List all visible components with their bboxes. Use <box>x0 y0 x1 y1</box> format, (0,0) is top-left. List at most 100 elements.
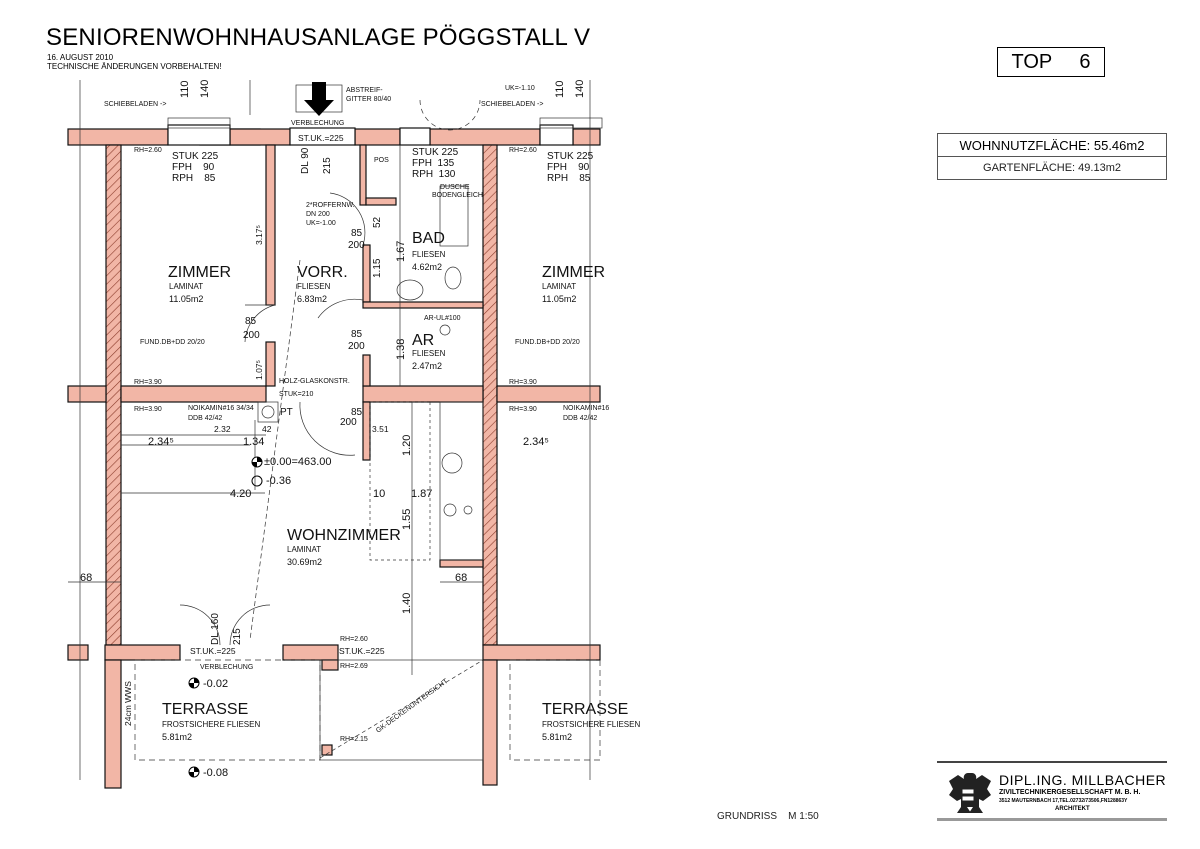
annotation: 3.17⁵ <box>254 225 264 245</box>
annotation: 2.32 <box>214 424 231 434</box>
annotation: 85 <box>245 316 257 327</box>
annotation: 200 <box>340 417 357 428</box>
annotation: BODENGLEICH <box>432 192 483 199</box>
annotation: 2.34⁵ <box>523 436 549 448</box>
annotation: STUK=210 <box>279 391 314 398</box>
annotation: 85 <box>351 407 363 418</box>
annotation: 1.34 <box>243 436 264 448</box>
annotation: 1.67 <box>395 241 407 262</box>
annotation: PT <box>280 407 293 418</box>
annotations: SCHIEBELADEN -> 110 140 ABSTREIF- GITTER… <box>80 80 609 779</box>
annotation: GK-DECKENUNTERSICHT <box>375 678 450 735</box>
annotation: 3.51 <box>372 424 389 434</box>
arrow-icon <box>304 82 334 116</box>
annotation: 1.38 <box>395 339 407 360</box>
architect-address: 3512 MAUTERNBACH 17,TEL.02732/73506,FN12… <box>999 798 1128 804</box>
annotation: FPH 135 <box>412 158 455 169</box>
room-floor: FLIESEN <box>297 282 331 291</box>
annotation: FUND.DB+DD 20/20 <box>140 339 205 346</box>
room-area: 2.47m2 <box>412 361 442 371</box>
annotation: 1.55 <box>401 509 413 530</box>
annotation: 215 <box>232 628 243 645</box>
annotation: RH=2.15 <box>340 736 368 743</box>
annotation: FPH 90 <box>547 162 590 173</box>
annotation: AR-UL#100 <box>424 315 461 322</box>
annotation: VERBLECHUNG <box>291 120 344 127</box>
annotation: DDB 42/42 <box>188 415 222 422</box>
room-zimmer-left: ZIMMER LAMINAT 11.05m2 <box>168 264 231 304</box>
annotation: 2*ROFFERNW. <box>306 202 355 209</box>
architect-role: ARCHITEKT <box>1055 806 1090 812</box>
date: 16. AUGUST 2010 <box>47 53 114 62</box>
architect-stamp: DIPL.ING. MILLBACHER ZIVILTECHNIKERGESEL… <box>937 761 1167 821</box>
annotation: 24cm WWS <box>123 681 133 726</box>
eagle-emblem-icon <box>949 773 991 813</box>
room-area: 4.62m2 <box>412 262 442 272</box>
annotation: DDB 42/42 <box>563 415 597 422</box>
annotation: 1.87 <box>411 488 432 500</box>
annotation: UK=-1.10 <box>505 85 535 92</box>
annotation: RH=3.90 <box>509 406 537 413</box>
room-floor: FROSTSICHERE FLIESEN <box>162 720 260 729</box>
page-title: SENIORENWOHNHAUSANLAGE PÖGGSTALL V <box>46 24 591 51</box>
room-vorraum: VORR. FLIESEN 6.83m2 <box>297 264 348 304</box>
room-wohnzimmer: WOHNZIMMER LAMINAT 30.69m2 <box>287 527 401 567</box>
room-area: 11.05m2 <box>542 294 576 304</box>
annotation: 110 <box>179 80 191 98</box>
annotation: GITTER 80/40 <box>346 96 391 103</box>
annotation: RH=3.90 <box>134 379 162 386</box>
annotation: 1.20 <box>401 435 413 456</box>
annotation: DL 90 <box>300 147 311 174</box>
room-name: TERRASSE <box>542 701 628 718</box>
annotation: RPH 85 <box>547 173 591 184</box>
annotation: -0.02 <box>203 678 228 690</box>
architect-name: DIPL.ING. MILLBACHER <box>999 772 1167 788</box>
room-bad: BAD FLIESEN 4.62m2 <box>412 230 446 272</box>
annotation: SCHIEBELADEN -> <box>104 101 166 108</box>
annotation: POS <box>374 157 389 164</box>
room-floor: LAMINAT <box>542 282 576 291</box>
annotation: -0.08 <box>203 767 228 779</box>
room-terrasse-right: TERRASSE FROSTSICHERE FLIESEN 5.81m2 <box>542 701 640 742</box>
room-floor: FLIESEN <box>412 250 446 259</box>
architect-company: ZIVILTECHNIKERGESELLSCHAFT M. B. H. <box>999 789 1141 796</box>
room-zimmer-right: ZIMMER LAMINAT 11.05m2 <box>542 264 605 304</box>
annotation: 200 <box>243 330 260 341</box>
living-area: WOHNNUTZFLÄCHE: 55.46m2 <box>938 134 1166 157</box>
annotation: FPH 90 <box>172 162 215 173</box>
annotation: STUK 225 <box>412 147 459 158</box>
room-area: 5.81m2 <box>162 732 192 742</box>
annotation: -0.36 <box>266 475 291 487</box>
annotation: RH=3.90 <box>134 406 162 413</box>
annotation: NOIKAMIN#16 34/34 <box>188 405 254 412</box>
annotation: 85 <box>351 228 363 239</box>
annotation: 140 <box>199 80 211 98</box>
annotation: HOLZ-GLASKONSTR. <box>279 378 350 385</box>
annotation: RH=2.60 <box>509 147 537 154</box>
annotation: FUND.DB+DD 20/20 <box>515 339 580 346</box>
top-label: TOP <box>1011 50 1053 73</box>
annotation: 42 <box>262 424 272 434</box>
room-floor: FLIESEN <box>412 349 446 358</box>
room-name: VORR. <box>297 264 348 281</box>
drawing-scale: GRUNDRISS M 1:50 <box>717 811 819 822</box>
room-name: ZIMMER <box>168 264 231 281</box>
annotation: 2.34⁵ <box>148 436 174 448</box>
room-area: 5.81m2 <box>542 732 572 742</box>
annotation: 52 <box>372 216 383 228</box>
annotation: STUK 225 <box>547 151 594 162</box>
garden-area: GARTENFLÄCHE: 49.13m2 <box>983 162 1121 174</box>
annotation: DUSCHE <box>440 184 470 191</box>
room-abstellraum: AR FLIESEN 2.47m2 <box>412 332 446 371</box>
room-name: TERRASSE <box>162 701 248 718</box>
level-marker-icons <box>188 456 263 778</box>
annotation: DN 200 <box>306 211 330 218</box>
top-number: 6 <box>1079 50 1091 73</box>
annotation: 200 <box>348 341 365 352</box>
annotation: RH=3.90 <box>509 379 537 386</box>
room-terrasse-left: TERRASSE FROSTSICHERE FLIESEN 5.81m2 <box>162 701 260 742</box>
annotation: RH=2.60 <box>340 636 368 643</box>
room-floor: FROSTSICHERE FLIESEN <box>542 720 640 729</box>
annotation: 1.15 <box>372 258 383 278</box>
